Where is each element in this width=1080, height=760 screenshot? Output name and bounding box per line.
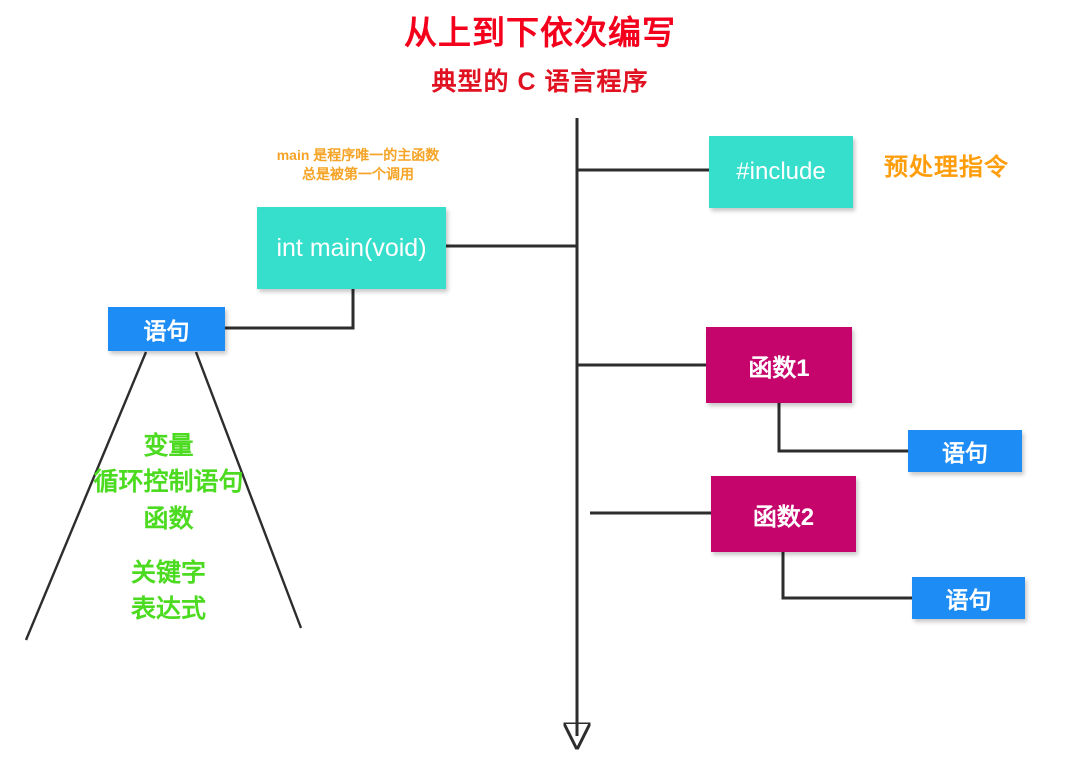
- keyword-item-4: 表达式: [130, 595, 206, 623]
- node-statement-main[interactable]: 语句: [108, 307, 225, 351]
- keyword-item-1: 循环控制语句: [93, 468, 244, 497]
- wire-func2-to-statement: [781, 552, 912, 600]
- node-statement-function2[interactable]: 语句: [912, 577, 1025, 619]
- wire-main-to-statement: [225, 288, 355, 330]
- keyword-item-3: 关键字: [130, 558, 206, 587]
- page-title: 从上到下依次编写: [404, 14, 676, 51]
- keyword-item-2: 函数: [143, 504, 194, 533]
- main-function-note: main 是程序唯一的主函数 总是被第一个调用: [238, 146, 478, 184]
- node-main-function[interactable]: int main(void): [257, 207, 446, 289]
- preprocessor-label: 预处理指令: [884, 154, 1009, 181]
- node-include[interactable]: #include: [709, 136, 853, 208]
- page-subtitle: 典型的 C 语言程序: [431, 68, 649, 96]
- statement-keyword-list: 变量 循环控制语句 函数 关键字 表达式: [46, 428, 291, 627]
- node-function1[interactable]: 函数1: [706, 327, 852, 403]
- main-function-note-line2: 总是被第一个调用: [302, 165, 414, 182]
- main-function-note-line1: main 是程序唯一的主函数: [276, 147, 440, 163]
- keyword-item-0: 变量: [143, 432, 194, 460]
- wire-func1-to-statement: [777, 403, 908, 453]
- node-statement-function1[interactable]: 语句: [908, 430, 1022, 472]
- node-function2[interactable]: 函数2: [711, 476, 856, 552]
